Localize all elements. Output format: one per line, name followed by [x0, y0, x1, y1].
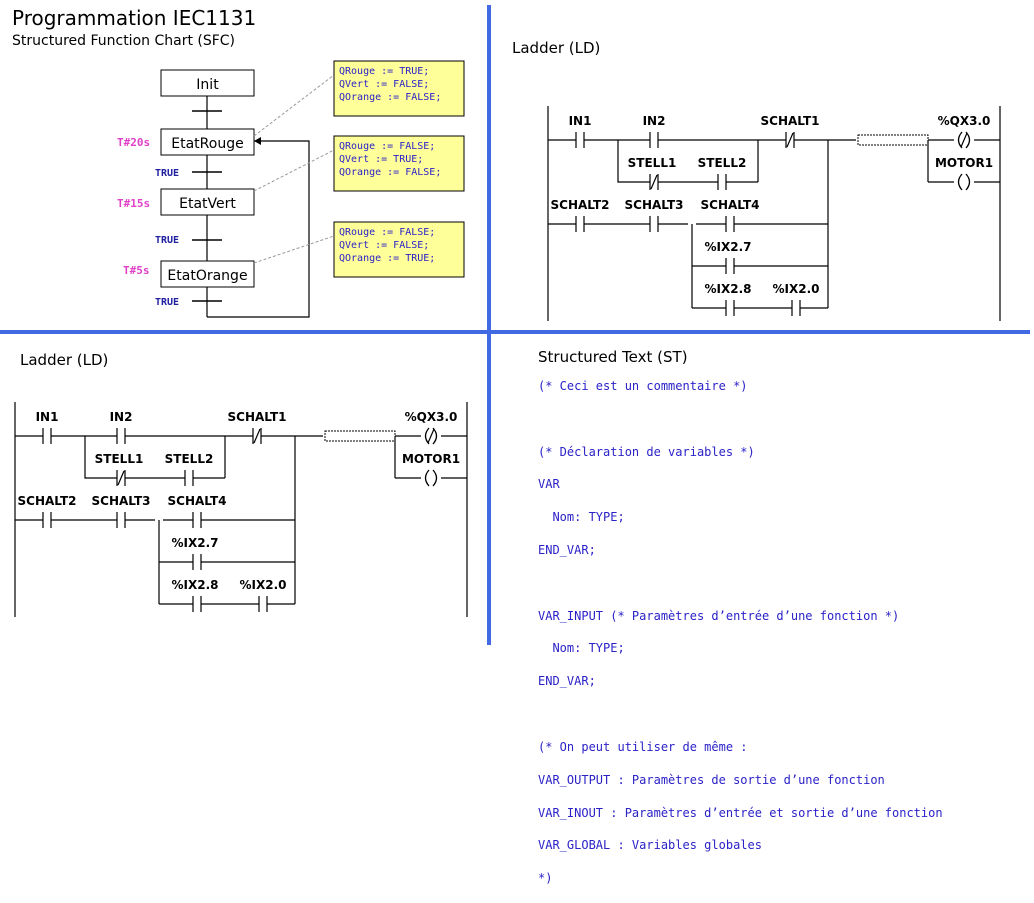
- ladder-bottom-contact-label: SCHALT1: [228, 410, 287, 424]
- ladder-bottom-contact-label: %IX2.0: [240, 578, 287, 592]
- ladder-bottom-contact-label: %QX3.0: [405, 410, 458, 424]
- sfc-step-label: EtatRouge: [171, 136, 243, 152]
- ladder-bottom-contact-label: %IX2.7: [172, 536, 219, 550]
- st-code-block: (* Ceci est un commentaire *) (* Déclara…: [538, 378, 943, 903]
- ladder-top-contact-label: IN1: [569, 114, 592, 128]
- sfc-action-line: QVert := FALSE;: [339, 79, 429, 90]
- page-title: Programmation IEC1131: [12, 6, 257, 30]
- sfc-timer-label: T#20s: [117, 136, 150, 149]
- sfc-transition-label: TRUE: [155, 297, 179, 308]
- ladder-top-coil-qx30-negation: [960, 132, 968, 148]
- st-line: Nom: TYPE;: [538, 510, 625, 525]
- sfc-action-line: QVert := FALSE;: [339, 240, 429, 251]
- ladder-bottom-contact-label: STELL2: [165, 452, 214, 466]
- sfc-action-line: QRouge := FALSE;: [339, 227, 435, 238]
- ladder-top-contact-label: IN2: [643, 114, 666, 128]
- sfc-loop-arrowhead: [254, 137, 261, 145]
- st-line: [538, 706, 943, 722]
- ladder-top-title: Ladder (LD): [512, 39, 601, 57]
- ladder-top-connector-box: [857, 134, 929, 146]
- ladder-bottom-contact-label: SCHALT3: [92, 494, 151, 508]
- ladder-top-contact-label: %IX2.8: [705, 282, 752, 296]
- st-line: (* Ceci est un commentaire *): [538, 379, 748, 393]
- st-line: END_VAR;: [538, 674, 596, 689]
- ladder-bottom-contact-label: SCHALT2: [18, 494, 77, 508]
- ladder-top-contact-schalt1-negation: [786, 132, 794, 148]
- ladder-bottom-coil-motor1-right-arc: [432, 469, 438, 487]
- st-line: VAR_OUTPUT : Paramètres de sortie d’une …: [538, 772, 885, 787]
- ladder-bottom-contact-label: %IX2.8: [172, 578, 219, 592]
- sfc-step-label: Init: [196, 77, 219, 93]
- st-line: VAR_GLOBAL : Variables globales: [538, 838, 762, 853]
- sfc-timer-label: T#15s: [117, 197, 150, 210]
- ladder-bottom-coil-motor1-left-arc: [424, 469, 430, 487]
- sfc-step-box: [160, 188, 255, 216]
- st-line: [538, 411, 943, 427]
- ladder-top-contact-label: MOTOR1: [935, 156, 993, 170]
- ladder-top-contact-label: %QX3.0: [938, 114, 991, 128]
- st-line: VAR_INPUT (* Paramètres d’entrée d’une f…: [538, 608, 900, 623]
- ladder-bottom-contact-label: SCHALT4: [168, 494, 227, 508]
- ladder-bottom-connector-box: [324, 430, 396, 442]
- st-line: VAR_INOUT : Paramètres d’entrée et sorti…: [538, 805, 943, 820]
- sfc-action-line: QOrange := TRUE;: [339, 253, 435, 264]
- ladder-top-coil-motor1-left-arc: [957, 173, 963, 191]
- st-line: (* On peut utiliser de même :: [538, 739, 748, 754]
- sfc-timer-label: T#5s: [123, 264, 150, 277]
- ladder-top-coil-motor1-right-arc: [965, 173, 971, 191]
- ladder-bottom-contact-stell1-negation: [117, 470, 125, 486]
- st-line: END_VAR;: [538, 543, 596, 558]
- st-line: *): [538, 871, 553, 886]
- sfc-action-box: [333, 60, 465, 117]
- sfc-step-label: EtatOrange: [167, 268, 247, 284]
- ladder-top-contact-label: STELL2: [698, 156, 747, 170]
- ladder-bottom-contact-label: IN1: [36, 410, 59, 424]
- ladder-bottom-coil-qx30-negation: [427, 428, 435, 444]
- sfc-step-label: EtatVert: [179, 196, 236, 212]
- sfc-action-connector: [253, 74, 335, 137]
- sfc-action-box: [333, 221, 465, 278]
- ladder-bottom-title: Ladder (LD): [20, 351, 109, 369]
- ladder-bottom-contact-label: MOTOR1: [402, 452, 460, 466]
- sfc-action-connector: [253, 235, 335, 264]
- sfc-action-line: QOrange := FALSE;: [339, 92, 441, 103]
- st-title: Structured Text (ST): [538, 348, 688, 366]
- sfc-action-line: QRouge := TRUE;: [339, 66, 429, 77]
- ladder-top-contact-label: %IX2.7: [705, 240, 752, 254]
- sfc-transition-label: TRUE: [155, 235, 179, 246]
- ladder-top-contact-label: SCHALT2: [551, 198, 610, 212]
- sfc-action-line: QOrange := FALSE;: [339, 167, 441, 178]
- wire: [617, 140, 650, 183]
- st-line: (* Déclaration de variables *): [538, 444, 755, 459]
- ladder-top-contact-label: SCHALT4: [701, 198, 760, 212]
- sfc-loop-back-line: [207, 140, 310, 318]
- sfc-action-line: QVert := TRUE;: [339, 154, 423, 165]
- sfc-action-connector: [253, 149, 335, 192]
- st-line: [538, 575, 943, 591]
- st-line: VAR: [538, 477, 560, 492]
- ladder-top-contact-label: SCHALT3: [625, 198, 684, 212]
- ladder-bottom-contact-label: IN2: [110, 410, 133, 424]
- sfc-action-box: [333, 135, 465, 192]
- ladder-top-contact-stell1-negation: [650, 174, 658, 190]
- page-subtitle: Structured Function Chart (SFC): [12, 33, 236, 49]
- wire: [84, 436, 117, 479]
- ladder-bottom-contact-schalt1-negation: [253, 428, 261, 444]
- ladder-top-contact-label: STELL1: [628, 156, 677, 170]
- sfc-step-box: [160, 260, 255, 288]
- sfc-transition-label: TRUE: [155, 168, 179, 179]
- ladder-top-contact-label: SCHALT1: [761, 114, 820, 128]
- sfc-action-line: QRouge := FALSE;: [339, 141, 435, 152]
- sfc-step-box: [160, 69, 255, 97]
- ladder-top-contact-label: %IX2.0: [773, 282, 820, 296]
- sfc-step-box: [160, 128, 255, 156]
- ladder-bottom-contact-label: STELL1: [95, 452, 144, 466]
